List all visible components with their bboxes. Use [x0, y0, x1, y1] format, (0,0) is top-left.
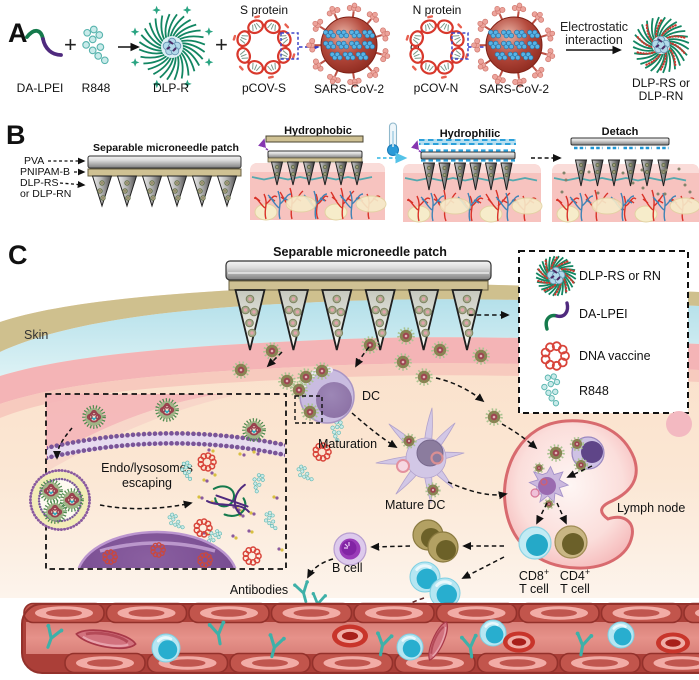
- svg-text:SARS-CoV-2: SARS-CoV-2: [479, 82, 549, 96]
- svg-text:B: B: [6, 120, 26, 150]
- svg-text:C: C: [8, 240, 28, 270]
- svg-text:SARS-CoV-2: SARS-CoV-2: [314, 82, 384, 96]
- svg-text:Hydrophobic: Hydrophobic: [284, 125, 352, 137]
- svg-text:CD4+: CD4+: [560, 567, 590, 583]
- svg-text:Detach: Detach: [602, 126, 639, 138]
- svg-text:Separable microneedle patch: Separable microneedle patch: [273, 245, 447, 259]
- svg-text:DLP-RS: DLP-RS: [20, 177, 59, 189]
- svg-text:Mature DC: Mature DC: [385, 498, 445, 512]
- svg-text:DC: DC: [362, 389, 380, 403]
- svg-text:DLP-RS or: DLP-RS or: [632, 76, 690, 90]
- svg-text:Separable microneedle patch: Separable microneedle patch: [93, 142, 239, 154]
- svg-text:Maturation: Maturation: [318, 437, 377, 451]
- svg-text:R848: R848: [579, 384, 609, 398]
- svg-text:PVA: PVA: [24, 155, 44, 167]
- svg-text:Electrostatic: Electrostatic: [560, 20, 628, 34]
- svg-text:R848: R848: [82, 81, 111, 95]
- svg-text:or DLP-RN: or DLP-RN: [20, 188, 71, 200]
- svg-text:PNIPAM-B: PNIPAM-B: [20, 166, 70, 178]
- svg-text:interaction: interaction: [565, 33, 623, 47]
- svg-text:+: +: [215, 32, 228, 57]
- svg-text:A: A: [8, 18, 28, 48]
- svg-text:T cell: T cell: [560, 582, 590, 596]
- svg-text:Antibodies: Antibodies: [230, 583, 288, 597]
- svg-text:escaping: escaping: [122, 476, 172, 490]
- svg-text:pCOV-N: pCOV-N: [414, 81, 459, 95]
- svg-text:DA-LPEI: DA-LPEI: [579, 307, 628, 321]
- svg-text:S protein: S protein: [240, 3, 288, 17]
- svg-text:DLP-R: DLP-R: [153, 81, 189, 95]
- svg-text:DA-LPEI: DA-LPEI: [17, 81, 64, 95]
- svg-text:DLP-RN: DLP-RN: [639, 89, 684, 103]
- svg-text:CD8+: CD8+: [519, 567, 549, 583]
- svg-text:+: +: [64, 32, 77, 57]
- svg-text:DNA vaccine: DNA vaccine: [579, 349, 651, 363]
- svg-text:T cell: T cell: [519, 582, 549, 596]
- svg-text:DLP-RS or RN: DLP-RS or RN: [579, 269, 661, 283]
- svg-text:B cell: B cell: [332, 561, 363, 575]
- svg-text:Skin: Skin: [24, 328, 48, 342]
- svg-text:Lymph node: Lymph node: [617, 501, 685, 515]
- svg-text:pCOV-S: pCOV-S: [242, 81, 286, 95]
- svg-text:Endo/lysosomes: Endo/lysosomes: [101, 461, 193, 475]
- svg-text:Hydrophilic: Hydrophilic: [440, 128, 501, 140]
- svg-text:N protein: N protein: [413, 3, 462, 17]
